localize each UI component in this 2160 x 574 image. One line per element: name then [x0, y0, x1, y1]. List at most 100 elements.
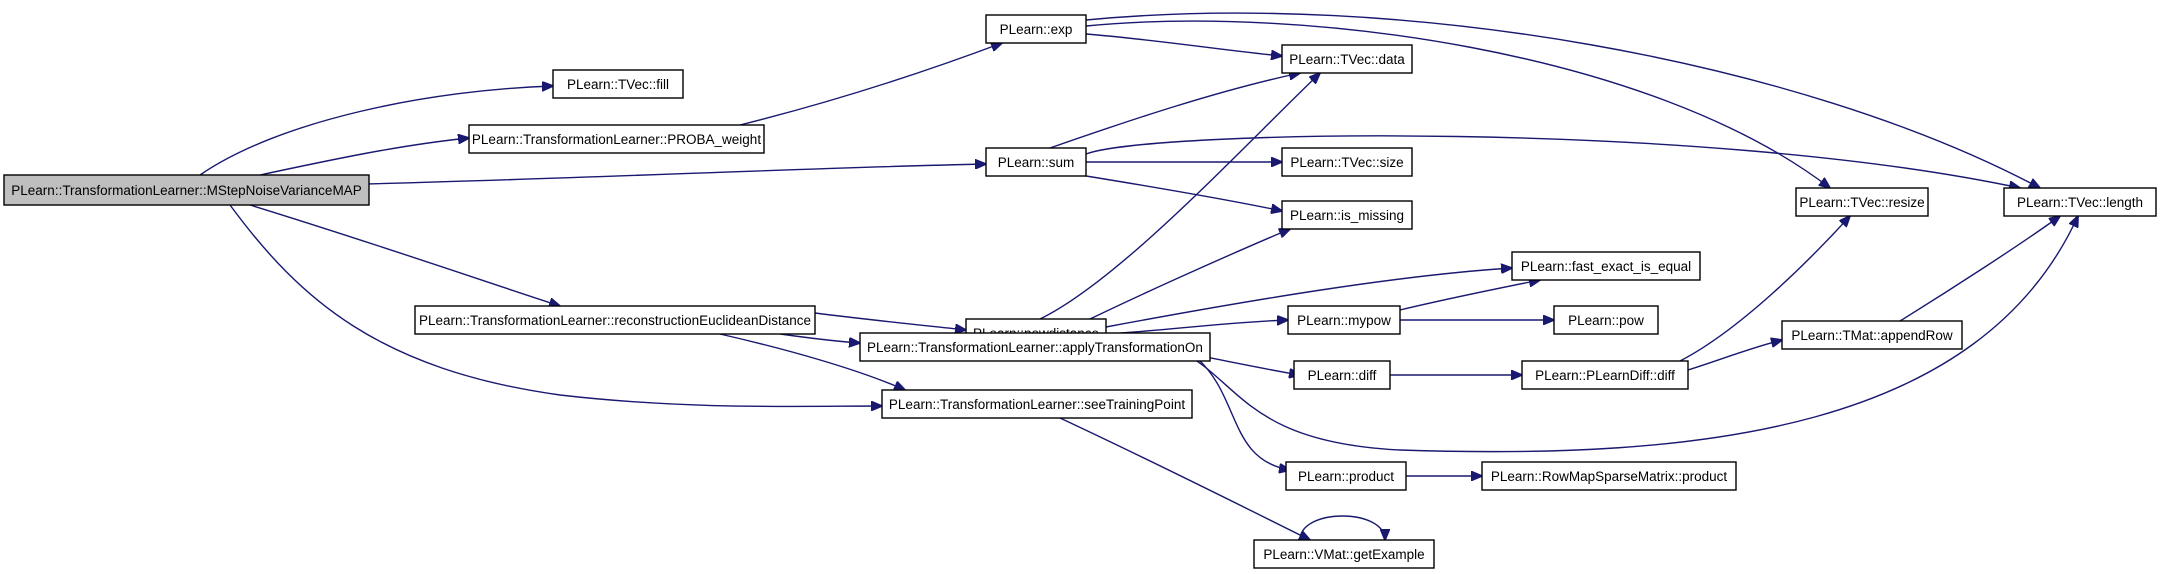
- node-recon[interactable]: PLearn::TransformationLearner::reconstru…: [414, 305, 816, 335]
- edge-root-to-fill: [199, 86, 553, 176]
- node-root[interactable]: PLearn::TransformationLearner::MStepNois…: [3, 174, 370, 206]
- node-ismissing[interactable]: PLearn::is_missing: [1281, 200, 1413, 230]
- node-label: PLearn::TVec::resize: [1799, 195, 1924, 210]
- node-box: [985, 147, 1087, 177]
- node-seetp[interactable]: PLearn::TransformationLearner::seeTraini…: [881, 389, 1193, 419]
- edge-pldiff-to-appendrow: [1687, 340, 1782, 371]
- edge-arrow: [249, 204, 560, 306]
- node-pow[interactable]: PLearn::pow: [1553, 305, 1659, 335]
- node-box: [1481, 461, 1737, 491]
- node-proba[interactable]: PLearn::TransformationLearner::PROBA_wei…: [468, 124, 765, 154]
- node-box: [1781, 320, 1963, 350]
- node-box: [1281, 200, 1413, 230]
- edge-arrow: [1199, 360, 1290, 470]
- node-label: PLearn::TVec::length: [2017, 195, 2143, 210]
- node-box: [1285, 461, 1407, 491]
- node-getex[interactable]: PLearn::VMat::getExample: [1253, 539, 1435, 569]
- edge-root-to-seetp: [229, 204, 882, 406]
- node-label: PLearn::TransformationLearner::reconstru…: [419, 313, 811, 328]
- edge-arrow: [739, 43, 1002, 126]
- node-diff[interactable]: PLearn::diff: [1293, 360, 1391, 390]
- node-label: PLearn::TVec::size: [1290, 155, 1403, 170]
- node-box: [2003, 187, 2157, 217]
- edge-proba-to-exp: [739, 43, 1002, 126]
- node-box: [1281, 44, 1413, 74]
- node-label: PLearn::TMat::appendRow: [1791, 328, 1953, 343]
- edge-recon-to-powdist: [814, 312, 966, 330]
- node-exp[interactable]: PLearn::exp: [985, 14, 1087, 44]
- node-appendrow[interactable]: PLearn::TMat::appendRow: [1781, 320, 1963, 350]
- node-box: [1553, 305, 1659, 335]
- node-box: [1293, 360, 1391, 390]
- node-pldiff[interactable]: PLearn::PLearnDiff::diff: [1521, 360, 1689, 390]
- node-label: PLearn::fast_exact_is_equal: [1521, 259, 1691, 274]
- edge-arrow: [1049, 73, 1300, 149]
- edge-arrow: [779, 333, 860, 343]
- node-label: PLearn::TVec::data: [1289, 52, 1405, 67]
- edge-root-to-proba: [259, 138, 469, 176]
- edge-arrow: [1085, 20, 1830, 188]
- edge-arrow: [1059, 417, 1310, 540]
- edge-arrow: [719, 333, 905, 390]
- node-box: [414, 305, 816, 335]
- edge-arrow: [814, 312, 966, 330]
- node-mypow[interactable]: PLearn::mypow: [1287, 305, 1401, 335]
- edge-apply-to-product: [1199, 360, 1290, 470]
- node-label: PLearn::TransformationLearner::applyTran…: [867, 340, 1203, 355]
- edge-arrow: [1399, 280, 1540, 311]
- edge-getex-to-getex: [1299, 515, 1385, 540]
- edge-powdist-to-ismissing: [1089, 229, 1290, 320]
- node-box: [859, 332, 1211, 362]
- node-label: PLearn::is_missing: [1290, 208, 1404, 223]
- node-resize[interactable]: PLearn::TVec::resize: [1795, 187, 1929, 217]
- node-size[interactable]: PLearn::TVec::size: [1281, 147, 1413, 177]
- edge-arrow: [1899, 216, 2060, 322]
- edges-layer: [199, 12, 2078, 540]
- edge-sum-to-ismissing: [1079, 174, 1282, 211]
- edge-arrow: [199, 86, 553, 176]
- edge-arrow: [259, 138, 469, 176]
- node-label: PLearn::TransformationLearner::PROBA_wei…: [472, 132, 761, 147]
- node-box: [468, 124, 765, 154]
- edge-root-to-recon: [249, 204, 560, 306]
- edge-powdist-to-fasteq: [1105, 268, 1512, 328]
- node-label: PLearn::PLearnDiff::diff: [1535, 368, 1675, 383]
- edge-arrow: [1085, 33, 1282, 56]
- node-sum[interactable]: PLearn::sum: [985, 147, 1087, 177]
- edge-appendrow-to-length: [1899, 216, 2060, 322]
- nodes-layer: PLearn::TransformationLearner::MStepNois…: [3, 14, 2157, 569]
- node-apply[interactable]: PLearn::TransformationLearner::applyTran…: [859, 332, 1211, 362]
- edge-seetp-to-getex: [1059, 417, 1310, 540]
- edge-recon-to-apply: [779, 333, 860, 343]
- edge-arrow: [229, 204, 882, 406]
- edge-exp-to-data: [1085, 33, 1282, 56]
- edge-arrow: [1299, 515, 1385, 540]
- node-box: [3, 174, 370, 206]
- edge-arrow: [1085, 135, 2020, 188]
- node-label: PLearn::product: [1298, 469, 1394, 484]
- node-box: [1287, 305, 1401, 335]
- node-rowmap[interactable]: PLearn::RowMapSparseMatrix::product: [1481, 461, 1737, 491]
- edge-pldiff-to-resize: [1679, 216, 1850, 362]
- edge-powdist-to-data: [1039, 73, 1320, 320]
- node-box: [1253, 539, 1435, 569]
- edge-sum-to-data: [1049, 73, 1300, 149]
- node-product[interactable]: PLearn::product: [1285, 461, 1407, 491]
- edge-arrow: [1085, 12, 2040, 188]
- edge-sum-to-length: [1085, 135, 2020, 188]
- node-fill[interactable]: PLearn::TVec::fill: [552, 69, 684, 99]
- node-label: PLearn::mypow: [1297, 313, 1391, 328]
- node-box: [1281, 147, 1413, 177]
- node-box: [1521, 360, 1689, 390]
- node-box: [1511, 251, 1701, 281]
- node-box: [881, 389, 1193, 419]
- edge-exp-to-length: [1085, 12, 2040, 188]
- node-fasteq[interactable]: PLearn::fast_exact_is_equal: [1511, 251, 1701, 281]
- node-label: PLearn::TransformationLearner::seeTraini…: [889, 397, 1185, 412]
- node-data[interactable]: PLearn::TVec::data: [1281, 44, 1413, 74]
- edge-arrow: [364, 164, 986, 185]
- node-length[interactable]: PLearn::TVec::length: [2003, 187, 2157, 217]
- node-label: PLearn::TVec::fill: [567, 77, 669, 92]
- edge-root-to-sum: [364, 164, 986, 185]
